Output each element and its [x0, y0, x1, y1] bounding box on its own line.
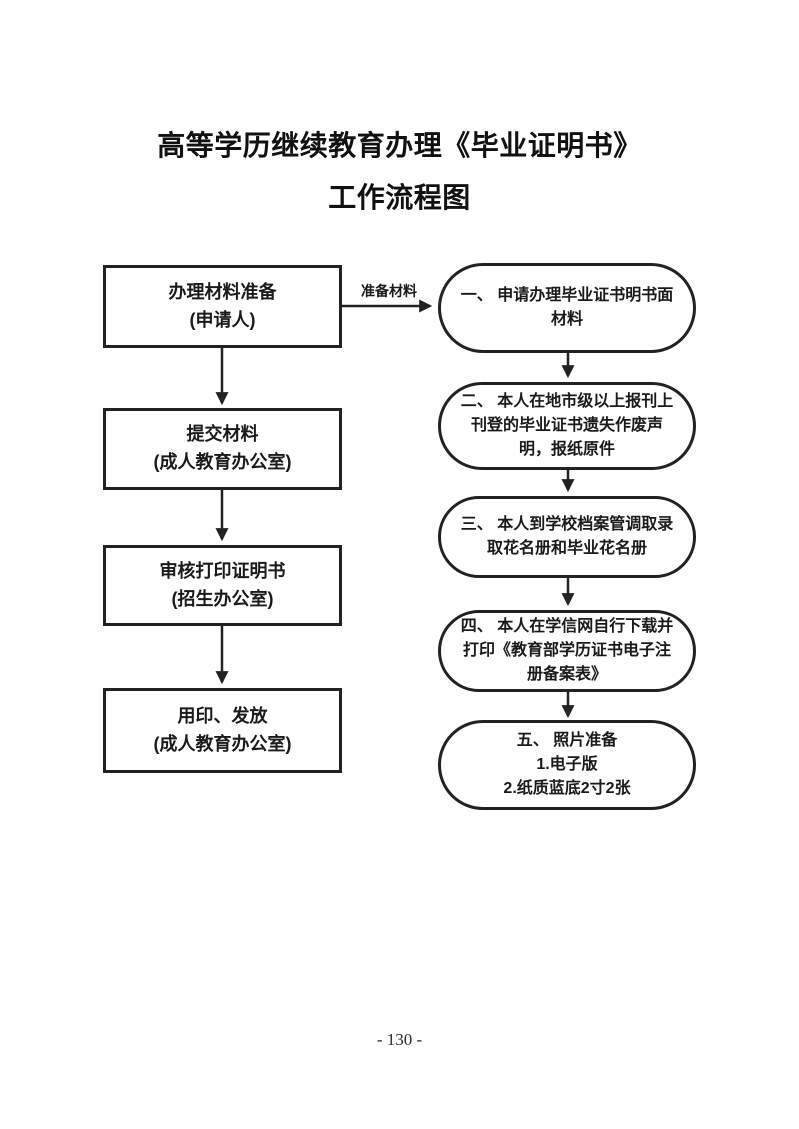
flow-item-archive-rosters: 三、 本人到学校档案管调取录 取花名册和毕业花名册 [438, 496, 696, 578]
flow-item-photo-preparation: 五、 照片准备 1.电子版 2.纸质蓝底2寸2张 [438, 720, 696, 810]
flow-item-chsi-record-form: 四、 本人在学信网自行下载并 打印《教育部学历证书电子注 册备案表》 [438, 610, 696, 692]
page-subtitle: 工作流程图 [328, 183, 471, 214]
flow-step-submit-materials: 提交材料 (成人教育办公室) [103, 408, 342, 490]
page-title: 高等学历继续教育办理《毕业证明书》 [157, 131, 642, 162]
flow-item-written-materials: 一、 申请办理毕业证书明书面 材料 [438, 263, 696, 353]
edge-label-prepare-materials: 准备材料 [361, 283, 417, 299]
flow-step-review-print-certificate: 审核打印证明书 (招生办公室) [103, 545, 342, 626]
page-number: - 130 - [376, 1030, 423, 1049]
flow-step-prepare-materials: 办理材料准备 (申请人) [103, 265, 342, 348]
flow-step-seal-and-issue: 用印、发放 (成人教育办公室) [103, 688, 342, 773]
flow-item-newspaper-declaration: 二、 本人在地市级以上报刊上 刊登的毕业证书遗失作废声 明，报纸原件 [438, 382, 696, 470]
